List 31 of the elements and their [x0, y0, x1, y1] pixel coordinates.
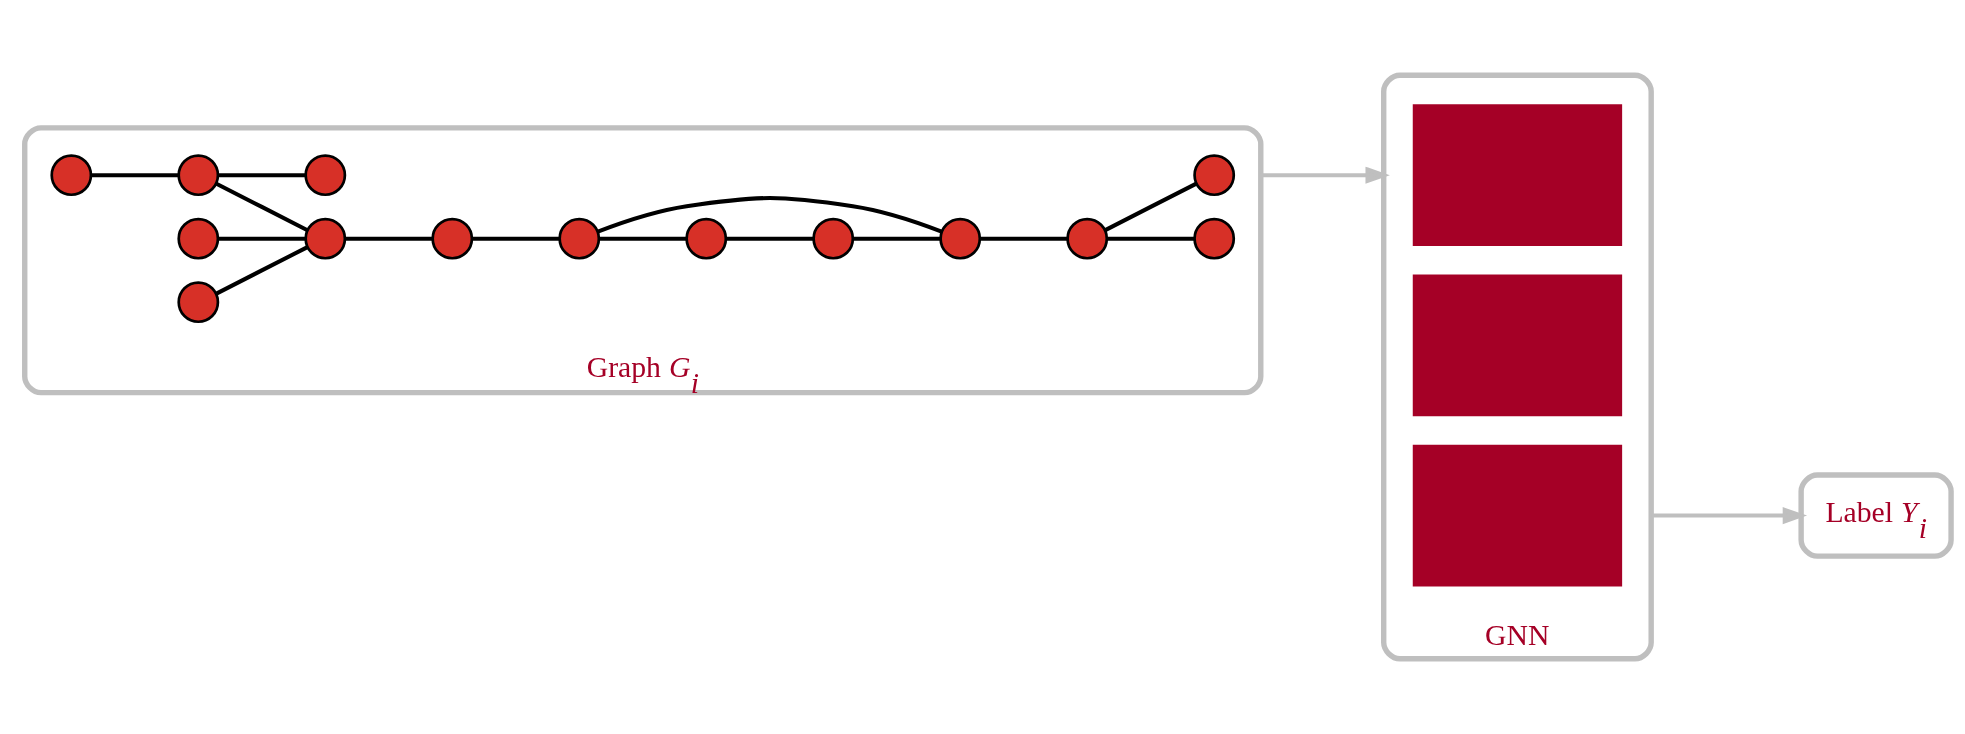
node-circle [177, 217, 220, 260]
node-circle [1066, 217, 1109, 260]
connector [218, 236, 306, 241]
node-circle [50, 154, 93, 197]
connector [598, 236, 687, 241]
node-circle [304, 217, 347, 260]
node-circle [685, 217, 728, 260]
node-circle [304, 154, 347, 197]
connector [1104, 181, 1198, 232]
connector [852, 236, 941, 241]
connector [471, 236, 560, 241]
connector [345, 236, 433, 241]
node-circle [1193, 217, 1236, 260]
connector [725, 236, 814, 241]
connector [215, 245, 309, 296]
connector [1106, 236, 1195, 241]
connector [597, 196, 943, 234]
connector [91, 173, 179, 178]
node-circle [431, 217, 474, 260]
connector [215, 181, 309, 233]
arrow [1260, 166, 1390, 184]
arrow [1651, 507, 1808, 525]
node-circle [558, 217, 601, 260]
node-circle [177, 281, 220, 324]
node-circle [939, 217, 982, 260]
connector [979, 236, 1068, 241]
node-circle [1193, 154, 1236, 197]
node-circle [177, 154, 220, 197]
cluster: GNN [1381, 72, 1654, 662]
connector [218, 173, 306, 178]
node-circle [812, 217, 855, 260]
